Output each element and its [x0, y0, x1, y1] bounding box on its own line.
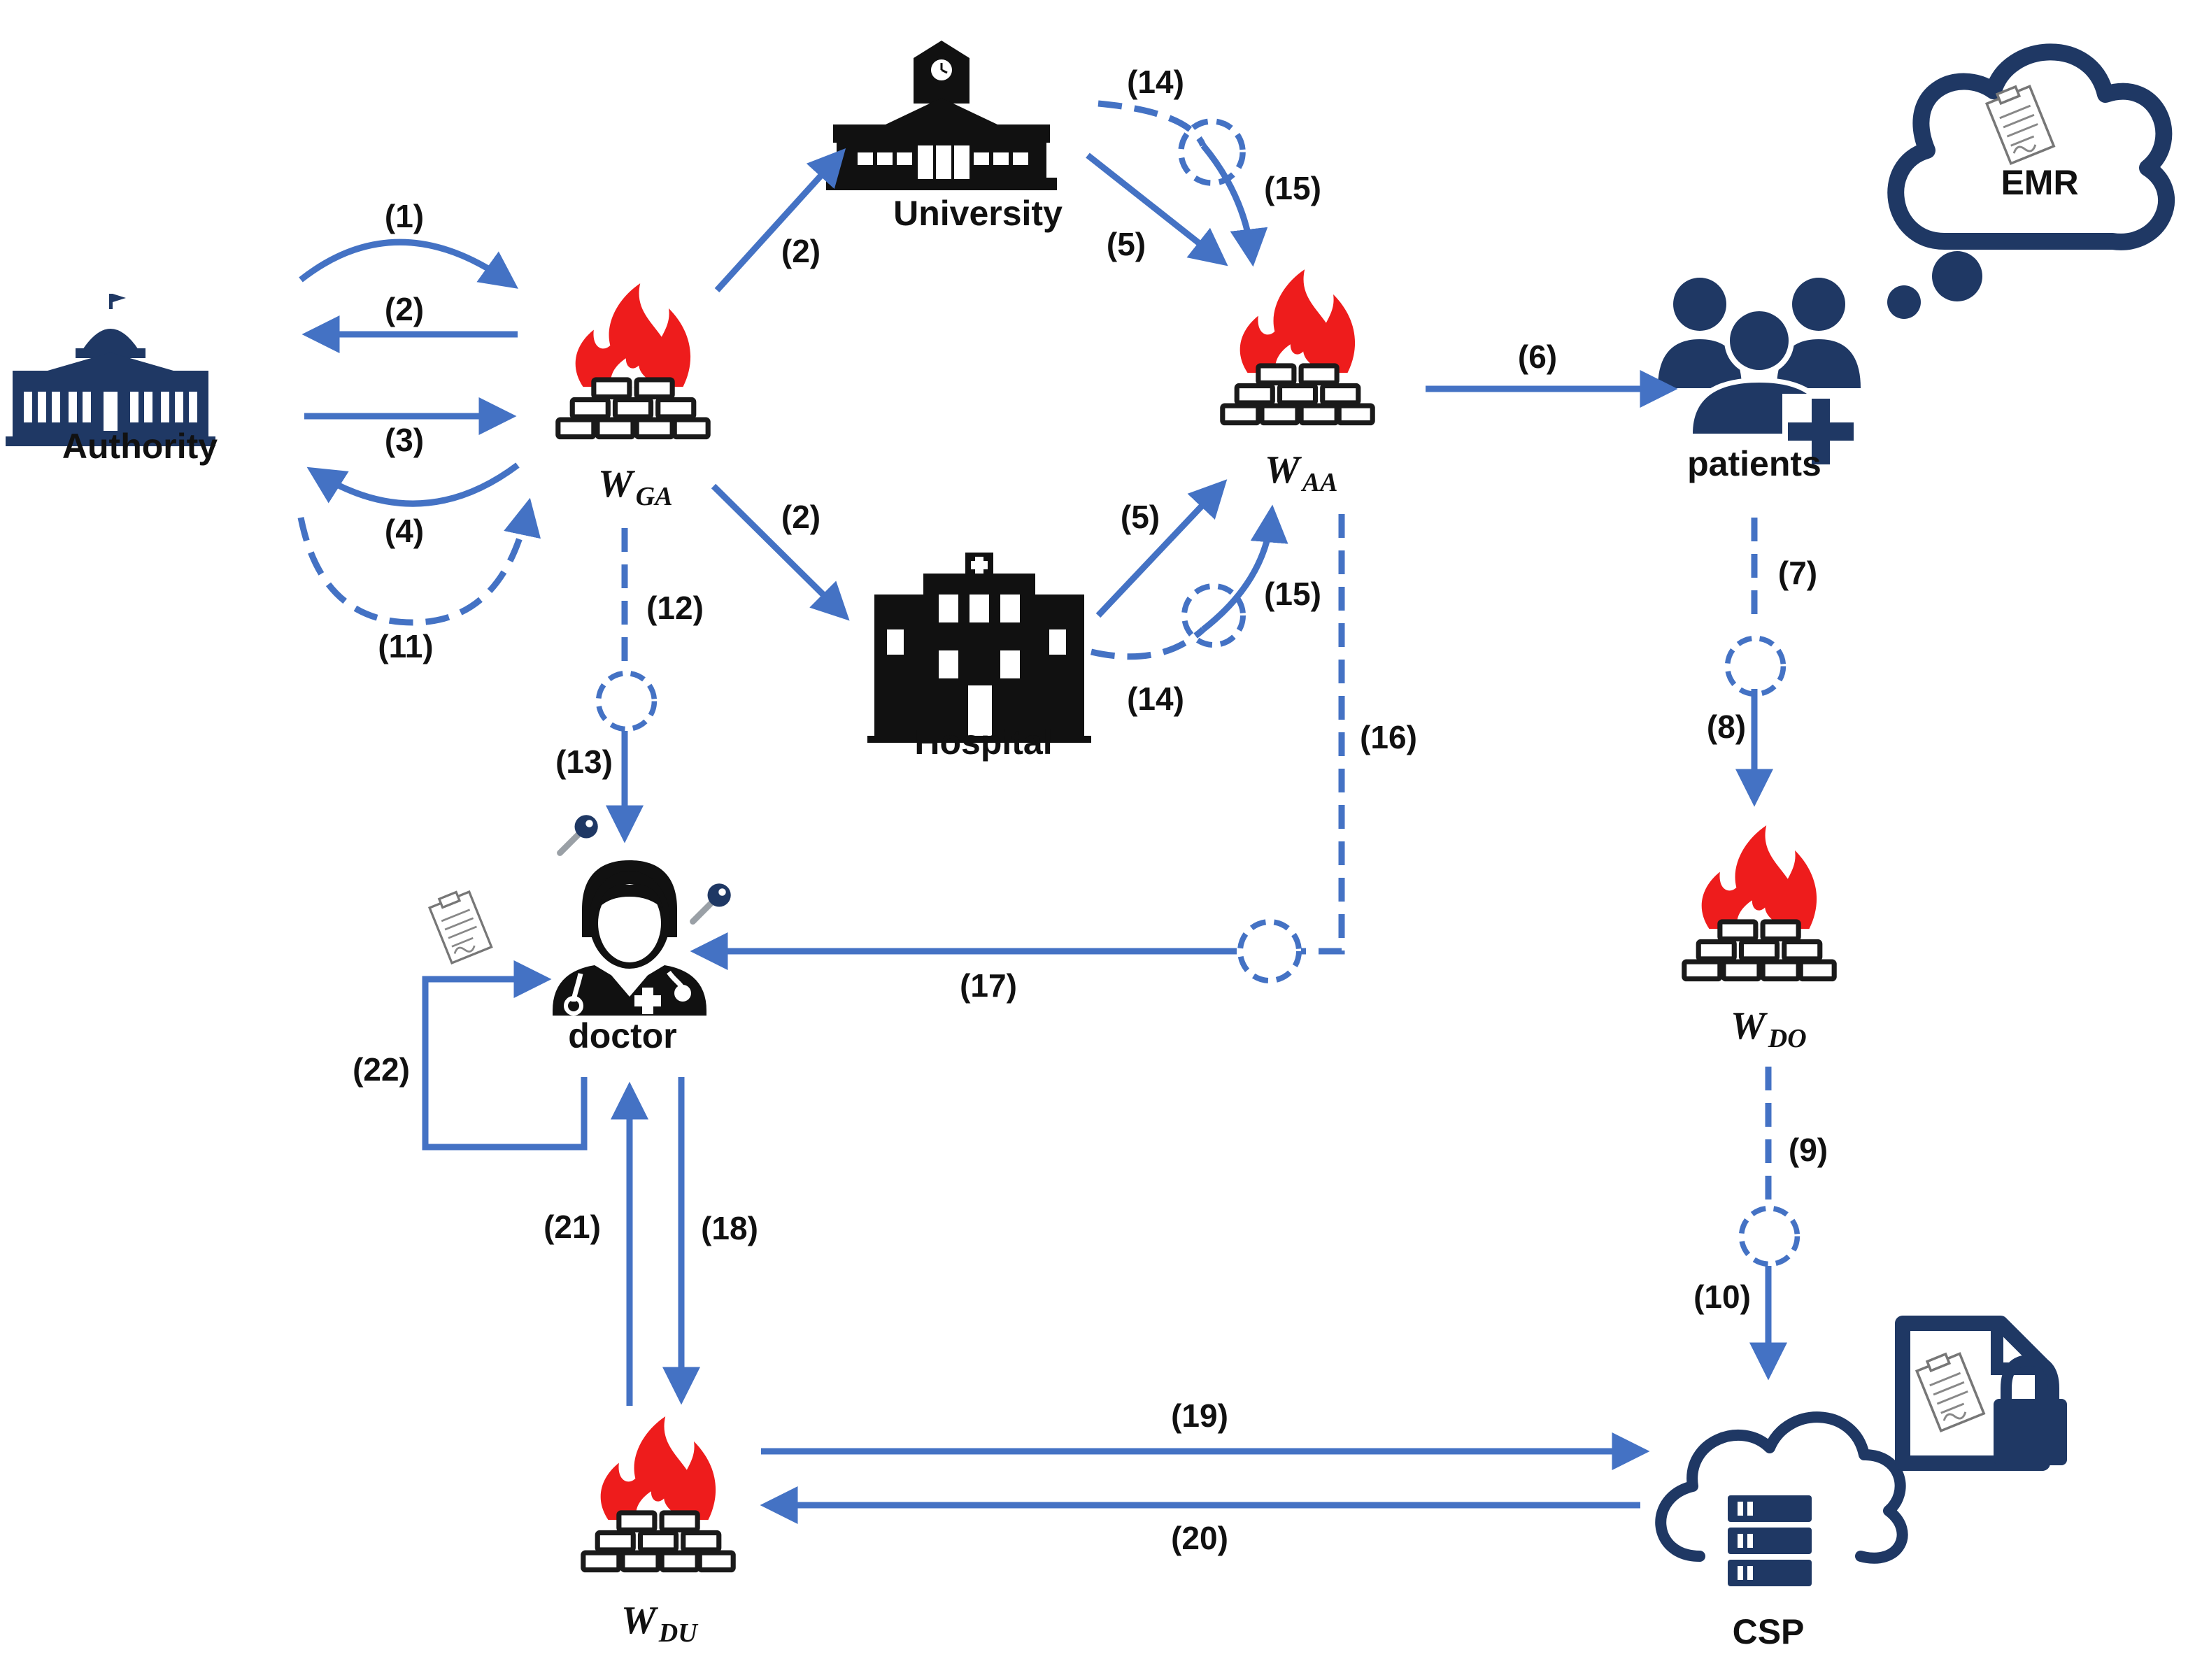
- doctor-icon: [553, 860, 706, 1016]
- doctor-key-right-icon: [693, 883, 731, 921]
- csp-cloud-server-icon: [1655, 1411, 1908, 1586]
- step-label-6: (6): [1518, 339, 1557, 375]
- step-label-2-hospital: (2): [781, 499, 821, 535]
- rotation-ring-7: [1728, 639, 1784, 695]
- step-label-5-hospital: (5): [1121, 499, 1160, 535]
- arrow-15-top: [1200, 143, 1268, 267]
- arrow-15-bottom: [1201, 504, 1288, 632]
- arrow-14-bottom: [1090, 627, 1206, 660]
- step-label-16: (16): [1360, 719, 1417, 755]
- university-label: University: [893, 194, 1063, 233]
- university-building-icon: [826, 41, 1057, 190]
- arrow-11: [297, 497, 541, 626]
- doctor-label: doctor: [568, 1016, 677, 1055]
- arrow-2-university: [714, 148, 846, 293]
- firewall-do-icon: [1684, 825, 1834, 978]
- step-label-15-top: (15): [1264, 170, 1321, 206]
- authority-label: Authority: [62, 427, 218, 466]
- rotation-ring-9: [1742, 1209, 1798, 1265]
- patients-label: patients: [1687, 444, 1821, 483]
- emr-label: EMR: [2001, 163, 2078, 202]
- step-label-15-bottom: (15): [1264, 576, 1321, 612]
- step-label-2-authority: (2): [385, 291, 424, 327]
- step-label-22: (22): [353, 1051, 410, 1088]
- doctor-record-document-icon: [426, 888, 493, 964]
- authority-building-icon: [6, 294, 215, 446]
- step-label-11: (11): [378, 628, 433, 664]
- doctor-key-left-icon: [560, 815, 598, 853]
- csp-label: CSP: [1733, 1612, 1805, 1651]
- arrow-1: [299, 239, 518, 289]
- step-label-14-top: (14): [1127, 64, 1184, 100]
- hospital-building-icon: [867, 553, 1091, 743]
- step-label-18: (18): [701, 1210, 758, 1246]
- step-label-5-university: (5): [1107, 226, 1146, 262]
- step-label-2-university: (2): [781, 233, 821, 269]
- step-label-10: (10): [1693, 1279, 1751, 1315]
- step-label-14-bottom: (14): [1127, 681, 1184, 717]
- rotation-ring-16: [1240, 922, 1299, 981]
- rotation-ring-14-bottom: [1184, 586, 1243, 645]
- step-label-4: (4): [385, 513, 424, 549]
- step-label-8: (8): [1707, 709, 1746, 745]
- arrow-22: [422, 960, 588, 1151]
- arrow-16: [1301, 514, 1345, 955]
- step-label-9: (9): [1789, 1132, 1828, 1168]
- step-label-21: (21): [544, 1209, 601, 1245]
- arrow-2-hospital: [711, 483, 850, 621]
- patients-group-icon: [1658, 278, 1861, 469]
- firewall-aa-icon: [1223, 269, 1372, 422]
- step-label-17: (17): [960, 967, 1017, 1004]
- rotation-ring-12: [599, 674, 655, 729]
- arrow-4: [306, 462, 520, 507]
- step-label-7: (7): [1778, 555, 1817, 591]
- arrow-5-university: [1086, 152, 1228, 266]
- step-label-20: (20): [1171, 1520, 1228, 1556]
- step-label-1: (1): [385, 198, 424, 234]
- step-label-3: (3): [385, 422, 424, 458]
- step-label-12: (12): [646, 590, 704, 626]
- arrow-5-hospital: [1095, 479, 1228, 618]
- arrow-14-top: [1098, 100, 1207, 147]
- step-label-19: (19): [1171, 1397, 1228, 1434]
- firewall-du-icon: [583, 1416, 733, 1569]
- firewall-ga-icon: [558, 283, 708, 436]
- step-label-13: (13): [555, 743, 613, 780]
- hospital-label: Hospital: [914, 722, 1052, 762]
